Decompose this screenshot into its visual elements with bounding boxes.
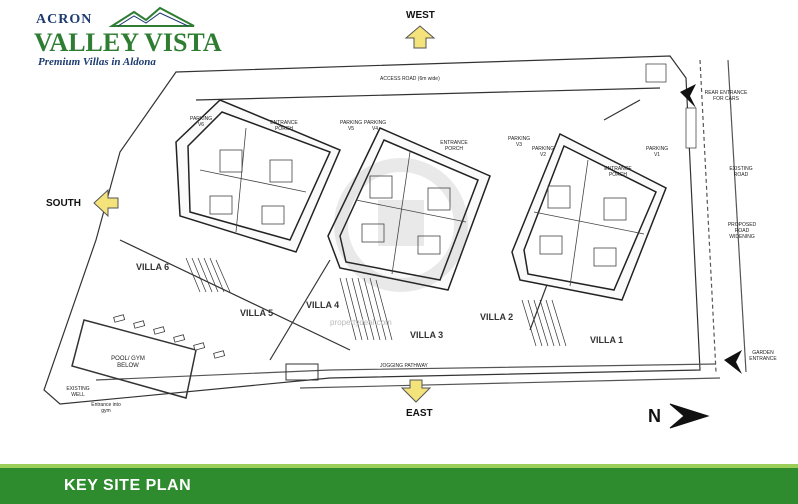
villa-block-4-3 xyxy=(327,127,491,291)
footer-bar: KEY SITE PLAN xyxy=(0,462,798,504)
access-road-label: ACCESS ROAD (6m wide) xyxy=(380,76,440,82)
entrance-porch-label: ENTRANCE PORCH xyxy=(440,140,468,152)
rear-entrance-label: REAR ENTRANCE FOR CARS xyxy=(704,90,748,102)
parking-v6-label: PARKING V6 xyxy=(190,116,213,128)
entrance-porch-label: ENTRANCE PORCH xyxy=(604,166,632,178)
brand-line2: VALLEY VISTA xyxy=(34,28,222,57)
villa-2-label: VILLA 2 xyxy=(480,312,514,322)
north-arrow-icon xyxy=(669,403,710,429)
parking-v3-label: PARKING V3 xyxy=(508,136,531,148)
arrow-garden-entrance xyxy=(724,350,742,374)
parking-v1-label: PARKING V1 xyxy=(646,146,669,158)
pool-label: POOL/ GYM BELOW xyxy=(111,356,145,369)
site-plan-drawing xyxy=(43,25,747,429)
garden-entrance-label: GARDEN ENTRANCE xyxy=(749,350,777,362)
direction-west: WEST xyxy=(406,10,435,21)
footer-title: KEY SITE PLAN xyxy=(64,477,192,494)
entrance-porch-label: ENTRANCE PORCH xyxy=(270,120,298,132)
gym-entrance-label: Entrance into gym xyxy=(91,402,121,414)
villa-3-label: VILLA 3 xyxy=(410,330,444,340)
arrow-down-east xyxy=(400,379,432,403)
jogging-path-label: JOGGING PATHWAY xyxy=(380,363,428,369)
direction-east: EAST xyxy=(406,408,433,419)
watermark-logo-icon xyxy=(334,158,468,292)
direction-north: N xyxy=(648,406,661,426)
mountain-logo-icon xyxy=(108,6,195,27)
existing-road-label: EXISTING ROAD xyxy=(729,166,753,178)
villa-4-label: VILLA 4 xyxy=(306,300,340,310)
footer-green-band: KEY SITE PLAN xyxy=(0,464,798,504)
road-widening-label: PROPOSED ROAD WIDENING xyxy=(727,222,757,240)
watermark-text: propertydeal.com xyxy=(330,318,392,327)
villa-1-label: VILLA 1 xyxy=(590,335,624,345)
villa-block-2-1 xyxy=(511,132,667,301)
brand-line1: ACRON xyxy=(36,12,93,27)
direction-south: SOUTH xyxy=(46,198,81,209)
villa-6-label: VILLA 6 xyxy=(136,262,170,272)
brand-logo: ACRON VALLEY VISTA Premium Villas in Ald… xyxy=(30,6,222,70)
brand-tagline: Premium Villas in Aldona xyxy=(38,56,156,68)
arrow-left-south xyxy=(93,188,119,218)
arrow-up-west xyxy=(404,25,436,49)
villa-5-label: VILLA 5 xyxy=(240,308,274,318)
pool-outline xyxy=(71,319,197,399)
parking-v5-label: PARKING V5 xyxy=(340,120,363,132)
parking-v2-label: PARKING V2 xyxy=(532,146,555,158)
existing-well-label: EXISTING WELL xyxy=(66,386,90,398)
arrow-rear-entrance xyxy=(680,84,696,108)
parking-v4-label: PARKING V4 xyxy=(364,120,387,132)
